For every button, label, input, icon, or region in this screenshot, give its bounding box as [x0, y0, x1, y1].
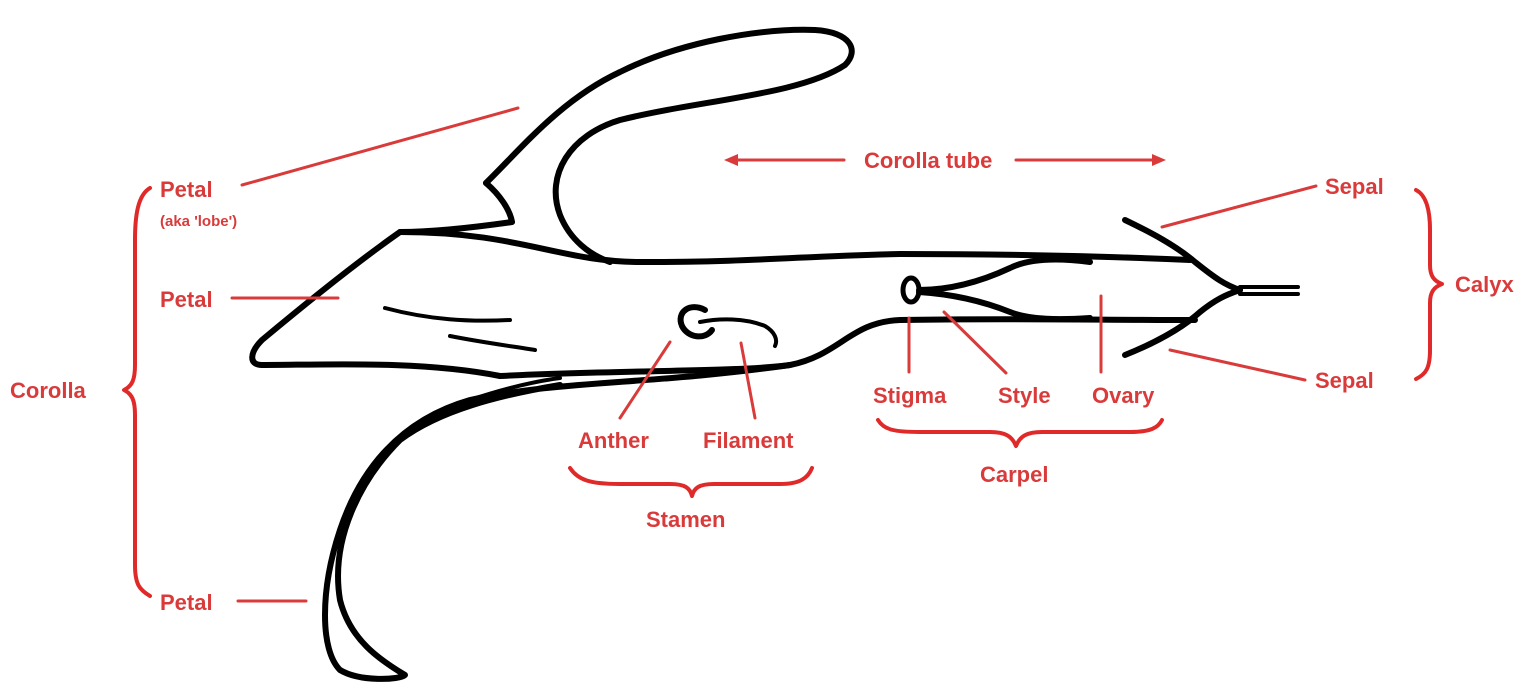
middle-petal-outline	[252, 232, 500, 376]
label-stigma: Stigma	[873, 383, 947, 408]
label-petal-top: Petal	[160, 177, 213, 202]
labels: Petal (aka 'lobe') Petal Petal Corolla C…	[10, 148, 1514, 615]
calyx-brace	[1416, 190, 1442, 379]
style-shape	[919, 260, 1090, 290]
label-calyx: Calyx	[1455, 272, 1514, 297]
label-anther: Anther	[578, 428, 649, 453]
corolla-tube-arrowhead-right	[1152, 154, 1166, 166]
label-style: Style	[998, 383, 1051, 408]
label-petal-middle: Petal	[160, 287, 213, 312]
top-petal-inner	[486, 183, 512, 222]
leader-filament	[741, 343, 755, 418]
label-corolla: Corolla	[10, 378, 87, 403]
label-petal-bottom: Petal	[160, 590, 213, 615]
top-petal-outline	[486, 30, 852, 262]
style-shape-lower	[919, 292, 1090, 319]
sepal-top-outline	[1125, 220, 1240, 290]
leader-sepal-top	[1162, 186, 1316, 227]
label-aka-lobe: (aka 'lobe')	[160, 213, 237, 230]
braces	[124, 188, 1442, 596]
leader-lines	[232, 108, 1316, 601]
label-corolla-tube: Corolla tube	[864, 148, 992, 173]
leader-sepal-bottom	[1170, 350, 1305, 380]
label-carpel: Carpel	[980, 462, 1048, 487]
label-filament: Filament	[703, 428, 794, 453]
label-stamen: Stamen	[646, 507, 725, 532]
stamen-brace	[570, 468, 812, 496]
middle-petal-vein-2	[450, 336, 535, 350]
corolla-brace	[124, 188, 150, 596]
corolla-tube-arrowhead-left	[724, 154, 738, 166]
corolla-tube-bottom	[500, 319, 1195, 376]
flower-drawing	[252, 30, 1298, 679]
label-sepal-top: Sepal	[1325, 174, 1384, 199]
label-ovary: Ovary	[1092, 383, 1155, 408]
middle-petal-vein-1	[385, 308, 510, 321]
corolla-tube-top	[400, 222, 1190, 262]
label-sepal-bottom: Sepal	[1315, 368, 1374, 393]
carpel-brace	[878, 420, 1162, 446]
leader-petal-top	[242, 108, 518, 185]
